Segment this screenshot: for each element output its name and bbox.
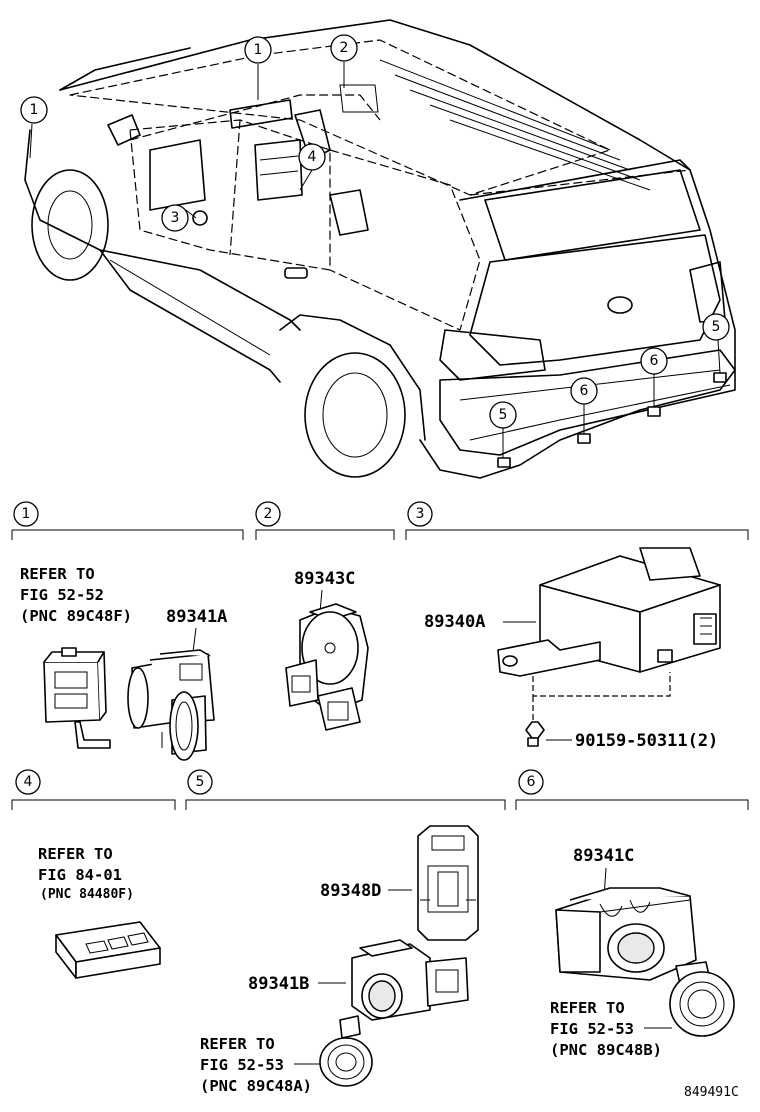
svg-text:6: 6 — [527, 774, 536, 790]
svg-text:1: 1 — [30, 102, 39, 118]
callout-4: 4 — [298, 143, 326, 171]
svg-text:4: 4 — [24, 774, 33, 790]
diagram-code: 849491C — [684, 1085, 739, 1100]
refer-text-line: REFER TO — [38, 845, 113, 863]
svg-text:5: 5 — [196, 774, 205, 790]
callout-1-top: 1 — [244, 36, 272, 64]
refer-text-line: REFER TO — [550, 999, 625, 1017]
callout-5-left: 5 — [489, 401, 517, 429]
callout-1-side: 1 — [20, 96, 48, 124]
svg-text:1: 1 — [254, 42, 263, 58]
refer-text-line: FIG 52-52 — [20, 586, 104, 604]
refer-text-line: (PNC 89C48B) — [550, 1041, 662, 1059]
refer-text-line: REFER TO — [200, 1035, 275, 1053]
sensor-89341C-drawing — [555, 887, 697, 981]
callout-6-left: 6 — [570, 377, 598, 405]
part-number-89341C: 89341C — [573, 846, 634, 866]
part-number-89343C: 89343C — [294, 569, 355, 589]
sensor-89341B-drawing — [351, 939, 469, 1021]
part-number-89348D: 89348D — [320, 881, 381, 901]
bracket-89348D-drawing — [417, 825, 479, 941]
svg-text:2: 2 — [264, 506, 273, 522]
switch-panel-drawing — [55, 921, 161, 979]
vehicle-illustration — [24, 19, 736, 479]
refer-text-line: (PNC 89C48F) — [20, 607, 132, 625]
section-1: REFER TO FIG 52-52 (PNC 89C48F) 89341A — [20, 565, 227, 761]
bezel-ring-drawing — [319, 1015, 373, 1087]
svg-text:5: 5 — [712, 319, 721, 335]
section-3: 89340A 90159-50311(2) — [424, 547, 721, 751]
sensor-89341A-drawing — [127, 649, 215, 761]
callout-6-right: 6 — [640, 347, 668, 375]
section-4: REFER TO FIG 84-01 (PNC 84480F) — [38, 845, 161, 979]
section-2-header: 2 — [255, 501, 395, 540]
refer-text-line: FIG 52-53 — [200, 1056, 284, 1074]
part-number-89341A: 89341A — [166, 607, 227, 627]
section-6: 89341C REFER TO FIG 52-53 (PNC 89C48B) — [550, 846, 735, 1059]
part-number-bolt: 90159-50311(2) — [575, 731, 718, 751]
section-6-header: 6 — [515, 769, 749, 810]
refer-text-line: REFER TO — [20, 565, 95, 583]
bezel-ring-drawing — [669, 961, 735, 1037]
refer-text-line: FIG 52-53 — [550, 1020, 634, 1038]
callout-5-right: 5 — [702, 313, 730, 341]
sensor-housing-drawing — [43, 647, 111, 749]
callout-3: 3 — [161, 204, 189, 232]
callout-2: 2 — [330, 34, 358, 62]
part-number-89340A: 89340A — [424, 612, 485, 632]
refer-text-line: (PNC 84480F) — [40, 887, 134, 902]
refer-text-line: (PNC 89C48A) — [200, 1077, 312, 1095]
svg-text:6: 6 — [650, 353, 659, 369]
svg-text:2: 2 — [340, 40, 349, 56]
svg-text:5: 5 — [499, 407, 508, 423]
section-3-header: 3 — [405, 501, 749, 540]
svg-text:3: 3 — [416, 506, 425, 522]
bolt-drawing — [525, 721, 545, 747]
sensor-89343C-drawing — [285, 603, 369, 731]
section-1-header: 1 — [11, 501, 244, 540]
section-4-header: 4 — [11, 769, 176, 810]
svg-text:3: 3 — [171, 210, 180, 226]
section-2: 89343C — [285, 569, 369, 731]
svg-text:6: 6 — [580, 383, 589, 399]
svg-text:1: 1 — [22, 506, 31, 522]
section-5: 89348D 89341B REFER TO FIG 52-53 (PNC 89… — [200, 825, 479, 1095]
control-module-drawing — [497, 547, 721, 677]
svg-text:4: 4 — [308, 149, 317, 165]
section-5-header: 5 — [185, 769, 506, 810]
part-number-89341B: 89341B — [248, 974, 309, 994]
refer-text-line: FIG 84-01 — [38, 866, 122, 884]
